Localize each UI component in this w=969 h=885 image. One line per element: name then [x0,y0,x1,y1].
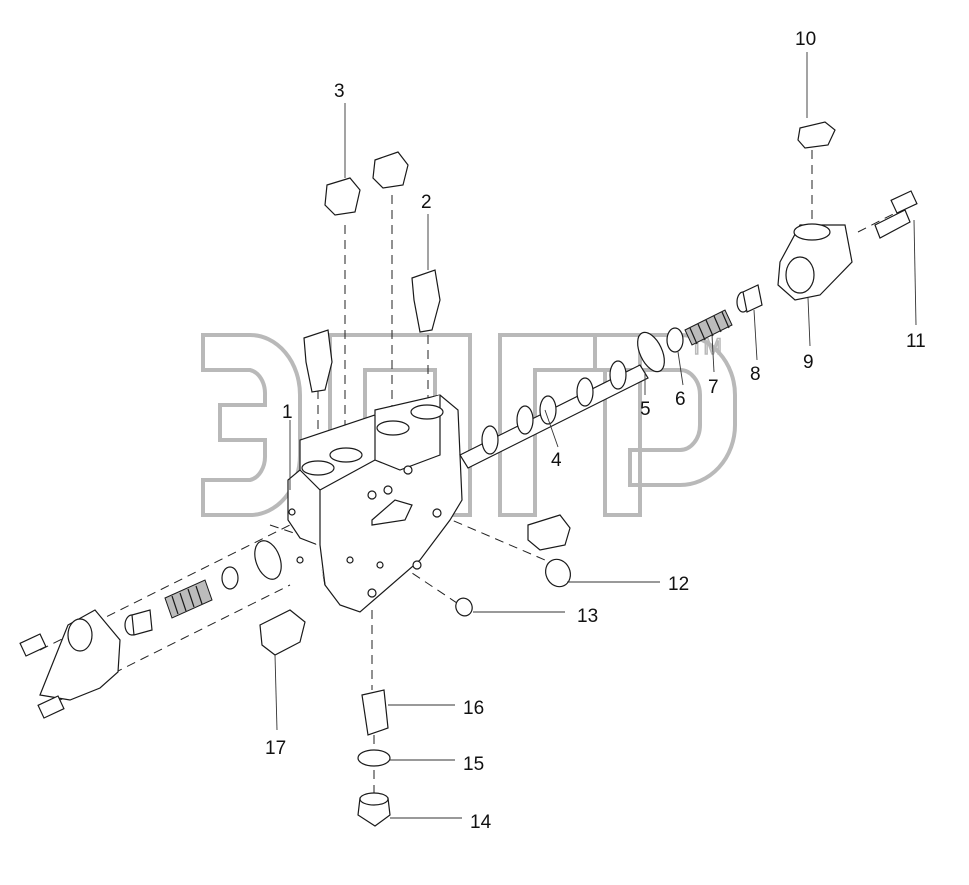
assembly-axes [39,150,906,795]
callout-8: 8 [750,364,761,385]
callout-13: 13 [577,606,598,627]
washer-left [221,566,239,590]
callout-3: 3 [334,81,345,102]
watermark-letter-4 [593,333,737,487]
plug-3 [324,177,361,216]
plug-3b [372,151,409,189]
end-cap-left [39,609,121,701]
callout-9: 9 [803,352,814,373]
callout-14: 14 [470,812,492,833]
spring-seat-left [124,609,153,636]
spring-left [164,579,213,619]
spring-seat-8 [736,284,763,313]
relief-valve-2b [303,329,333,393]
plug-14 [357,792,391,827]
relief-valve-2 [411,269,441,333]
watermark-letter-1 [201,333,302,517]
o-ring-left [254,540,282,580]
valve-body [287,394,463,613]
check-valve-16 [361,689,389,736]
callout-2: 2 [421,192,432,213]
callout-10: 10 [795,29,816,50]
plug-right-side [527,514,571,551]
callout-7: 7 [708,377,719,398]
callout-11: 11 [906,331,926,352]
callout-12: 12 [668,574,689,595]
callout-1: 1 [282,402,293,423]
callout-4: 4 [551,450,562,471]
plug-10 [797,121,836,149]
plug-17 [259,609,306,656]
callout-16: 16 [463,698,484,719]
callout-6: 6 [675,389,686,410]
leader-lines [274,52,917,819]
o-ring-12 [545,558,571,588]
bolts-left [19,633,65,719]
spool [459,360,649,469]
o-ring-13 [455,597,473,617]
callout-15: 15 [463,754,484,775]
washer-6 [666,327,684,353]
o-ring-5 [637,331,665,373]
callout-5: 5 [640,399,651,420]
end-cap-9 [777,223,853,301]
spring-7 [684,309,733,346]
bolts-11 [874,190,918,239]
callouts: 1 2 3 4 5 6 7 8 9 10 11 12 13 14 15 16 1… [265,29,926,833]
callout-17: 17 [265,738,286,759]
o-ring-15 [357,749,391,767]
